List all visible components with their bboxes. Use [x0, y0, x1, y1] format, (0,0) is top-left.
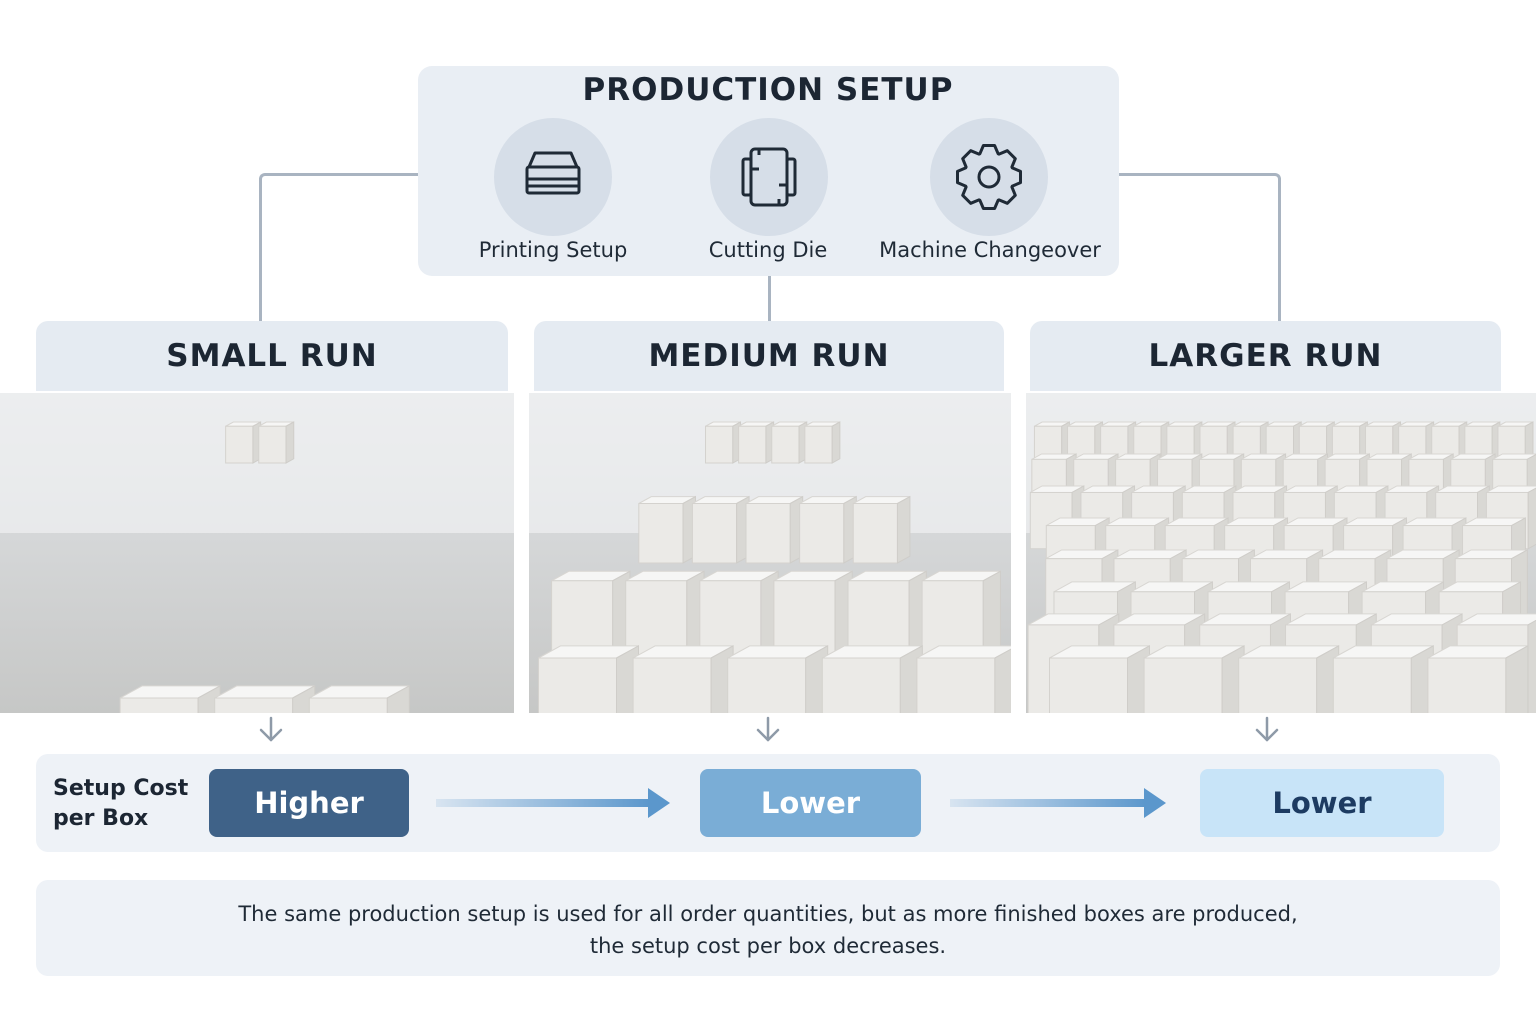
box [821, 645, 923, 713]
box [705, 421, 742, 464]
setup-cost-label-line2: per Box [53, 806, 149, 831]
box [852, 495, 911, 564]
printing-tray-icon [525, 151, 581, 195]
box [799, 495, 857, 564]
setup-cost-label: Setup Cost per Box [53, 774, 188, 834]
box [691, 495, 750, 564]
larger-run-header: LARGER RUN [1030, 321, 1501, 391]
medium-run-header: MEDIUM RUN [534, 321, 1004, 391]
box [1049, 645, 1150, 713]
box [1427, 645, 1529, 713]
note-line-2: the setup cost per box decreases. [589, 934, 947, 958]
machine-changeover-circle [930, 118, 1048, 236]
box [214, 685, 316, 713]
printing-setup-label: Printing Setup [478, 238, 628, 262]
down-arrow-larger [1255, 716, 1279, 742]
small-run-header: SMALL RUN [36, 321, 508, 391]
small-run-photo [0, 393, 514, 713]
box [745, 495, 804, 564]
machine-changeover-label: Machine Changeover [879, 238, 1101, 262]
cutting-die-icon [741, 147, 797, 207]
box [638, 495, 696, 564]
connector-center [768, 276, 771, 321]
cost-level-lower-large: Lower [1200, 769, 1444, 837]
cost-level-lower-medium: Lower [700, 769, 921, 837]
decrease-arrow-1 [436, 788, 670, 818]
cutting-die-label: Cutting Die [708, 238, 828, 262]
cost-level-higher: Higher [209, 769, 409, 837]
box [1143, 645, 1245, 713]
box [1238, 645, 1340, 713]
box [258, 421, 295, 464]
box [804, 421, 841, 464]
connector-right [1118, 173, 1281, 321]
box [119, 685, 221, 713]
down-arrow-medium [756, 716, 780, 742]
note-text: The same production setup is used for al… [36, 898, 1500, 962]
box [632, 645, 734, 713]
cutting-die-circle [710, 118, 828, 236]
larger-run-photo [1026, 393, 1536, 713]
printing-setup-circle [494, 118, 612, 236]
box [738, 421, 775, 464]
box [1332, 645, 1434, 713]
decrease-arrow-2 [950, 788, 1166, 818]
box [916, 645, 1011, 713]
down-arrow-small [259, 716, 283, 742]
setup-cost-label-line1: Setup Cost [53, 776, 189, 801]
box [727, 645, 829, 713]
production-setup-title: PRODUCTION SETUP [582, 72, 954, 108]
note-line-1: The same production setup is used for al… [238, 902, 1298, 926]
medium-run-photo [529, 393, 1011, 713]
box [225, 421, 262, 464]
connector-left [259, 173, 419, 321]
gear-icon [956, 144, 1022, 210]
note-box [36, 880, 1500, 976]
box [538, 645, 639, 713]
box [308, 685, 410, 713]
box [771, 421, 808, 464]
